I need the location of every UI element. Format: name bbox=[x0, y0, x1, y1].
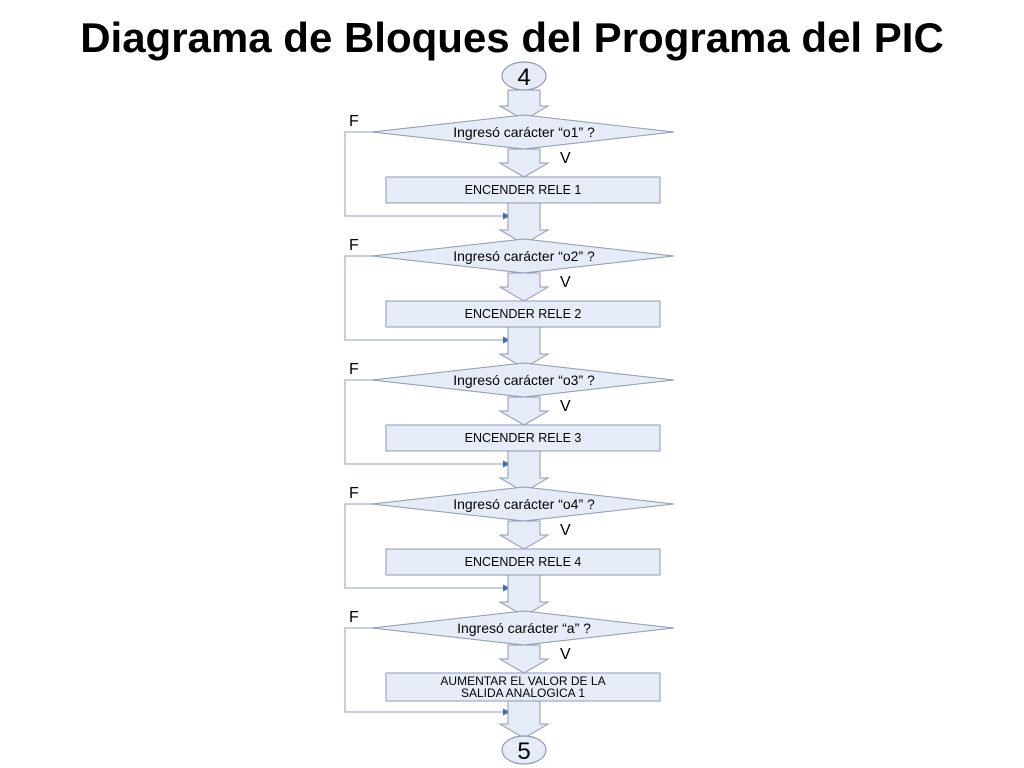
action-label-4: ENCENDER RELE 4 bbox=[465, 555, 582, 569]
action-label-5-line-1: AUMENTAR EL VALOR DE LA bbox=[440, 674, 605, 688]
action-label-2: ENCENDER RELE 2 bbox=[465, 307, 582, 321]
action-label-1: ENCENDER RELE 1 bbox=[465, 183, 582, 197]
false-loop-arrowhead-5 bbox=[503, 708, 510, 716]
false-loop-arrowhead-4 bbox=[503, 584, 510, 592]
decision-diamond-5 bbox=[371, 610, 675, 646]
flow-arrow-in-3 bbox=[498, 326, 550, 369]
true-label-5: V bbox=[560, 646, 571, 663]
start-connector-label: 4 bbox=[517, 64, 530, 91]
flow-arrow-in-2 bbox=[498, 202, 550, 245]
end-connector-label: 5 bbox=[517, 738, 530, 765]
action-box-1 bbox=[385, 176, 661, 204]
action-box-2 bbox=[385, 300, 661, 328]
page-title: Diagrama de Bloques del Programa del PIC bbox=[80, 14, 944, 61]
true-label-4: V bbox=[560, 522, 571, 539]
false-loop-arrowhead-3 bbox=[503, 460, 510, 468]
decision-question-3: Ingresó carácter “o3” ? bbox=[453, 372, 595, 388]
decision-question-5: Ingresó carácter “a” ? bbox=[457, 620, 591, 636]
flow-arrow-in-4 bbox=[498, 450, 550, 493]
action-label-5-line-2: SALIDA ANALOGICA 1 bbox=[461, 686, 585, 700]
false-label-2: F bbox=[349, 237, 359, 254]
decision-diamond-3 bbox=[371, 362, 675, 398]
false-label-5: F bbox=[349, 609, 359, 626]
decision-question-1: Ingresó carácter “o1” ? bbox=[453, 124, 595, 140]
false-label-4: F bbox=[349, 485, 359, 502]
action-box-4 bbox=[385, 548, 661, 576]
decision-question-4: Ingresó carácter “o4” ? bbox=[453, 496, 595, 512]
flow-arrow-end bbox=[498, 700, 550, 739]
flow-arrow-in-1 bbox=[498, 89, 550, 121]
false-label-1: F bbox=[349, 113, 359, 130]
action-label-3: ENCENDER RELE 3 bbox=[465, 431, 582, 445]
false-loop-line-3 bbox=[344, 379, 510, 465]
false-loop-line-2 bbox=[344, 255, 510, 341]
flow-arrow-true-4 bbox=[498, 520, 550, 550]
false-loop-arrowhead-2 bbox=[503, 336, 510, 344]
flow-arrow-true-5 bbox=[498, 644, 550, 674]
end-connector bbox=[501, 735, 547, 765]
flow-arrow-in-5 bbox=[498, 574, 550, 617]
true-label-1: V bbox=[560, 150, 571, 167]
false-loop-line-5 bbox=[344, 627, 510, 713]
false-loop-arrowhead-1 bbox=[503, 212, 510, 220]
flow-arrow-true-2 bbox=[498, 272, 550, 302]
true-label-2: V bbox=[560, 274, 571, 291]
false-label-3: F bbox=[349, 361, 359, 378]
false-loop-line-1 bbox=[344, 131, 510, 217]
flow-arrow-true-1 bbox=[498, 148, 550, 178]
false-loop-line-4 bbox=[344, 503, 510, 589]
true-label-3: V bbox=[560, 398, 571, 415]
action-box-3 bbox=[385, 424, 661, 452]
action-box-5 bbox=[385, 672, 661, 702]
decision-question-2: Ingresó carácter “o2” ? bbox=[453, 248, 595, 264]
decision-diamond-2 bbox=[371, 238, 675, 274]
decision-diamond-1 bbox=[371, 114, 675, 150]
flow-arrow-true-3 bbox=[498, 396, 550, 426]
decision-diamond-4 bbox=[371, 486, 675, 522]
